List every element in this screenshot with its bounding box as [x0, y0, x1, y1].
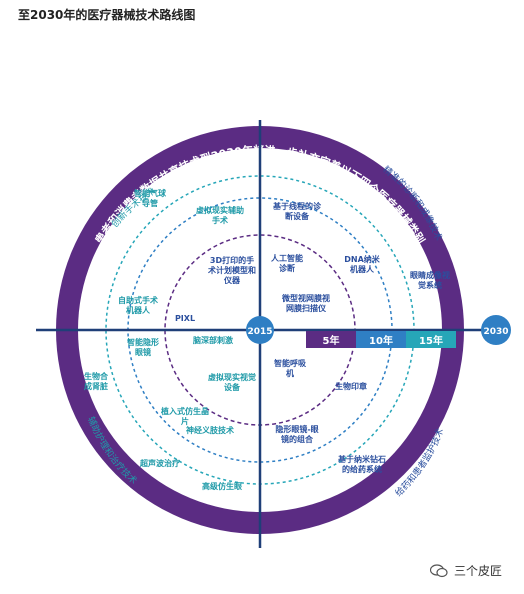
page-title: 至2030年的医疗器械技术路线图 [18, 8, 196, 22]
technology-label: DNA纳米机器人 [344, 254, 381, 274]
technology-label: 植入式仿生晶片 [160, 406, 209, 426]
timeline-segment-15 [406, 331, 456, 348]
technology-label: 微型视网膜视网膜扫描仪 [281, 293, 330, 313]
timeline-segment-10 [356, 331, 406, 348]
timeline-label-10: 10年 [369, 334, 393, 347]
technology-label: 智能隐形眼镜 [127, 337, 159, 357]
technology-label: PIXL [175, 314, 195, 323]
technology-label: 自助式手术机器人 [118, 295, 158, 315]
watermark-text: 三个皮匠 [454, 564, 503, 578]
start-node-label: 2015 [247, 327, 272, 337]
technology-label: 眼睛成像视觉系统 [410, 270, 450, 290]
wechat-icon [430, 563, 448, 577]
technology-label: 智能气球导管 [134, 188, 167, 208]
technology-label: 虚拟现实辅助手术 [196, 205, 244, 225]
technology-label: 神经义肢技术 [186, 425, 234, 435]
technology-label: 基于线程的诊断设备 [272, 201, 322, 221]
end-node [481, 315, 511, 345]
timeline-segment-5 [306, 331, 356, 348]
end-node-label: 2030 [483, 327, 508, 337]
technology-label: 脑深部刺激 [192, 335, 233, 345]
technology-label: 隐形眼镜-眼镜的组合 [275, 424, 318, 444]
technology-label: 生物印章 [335, 381, 367, 391]
technology-label: 超声波治疗 [139, 458, 180, 468]
timeline-label-5: 5年 [323, 334, 340, 347]
technology-label: 虚拟现实视觉设备 [208, 372, 256, 392]
timeline-label-15: 15年 [419, 334, 443, 347]
start-node [246, 316, 274, 344]
technology-label: 智能呼吸机 [274, 358, 306, 378]
watermark: 三个皮匠 [430, 562, 502, 579]
technology-label: 基于纳米钻石的给药系统 [337, 454, 386, 474]
technology-label: 生物合成肾脏 [84, 371, 109, 391]
technology-label: 高级仿生眼 [202, 481, 242, 491]
technology-label: 3D打印的手术计划模型和仪器 [207, 255, 256, 285]
technology-label: 人工智能诊断 [271, 253, 303, 273]
